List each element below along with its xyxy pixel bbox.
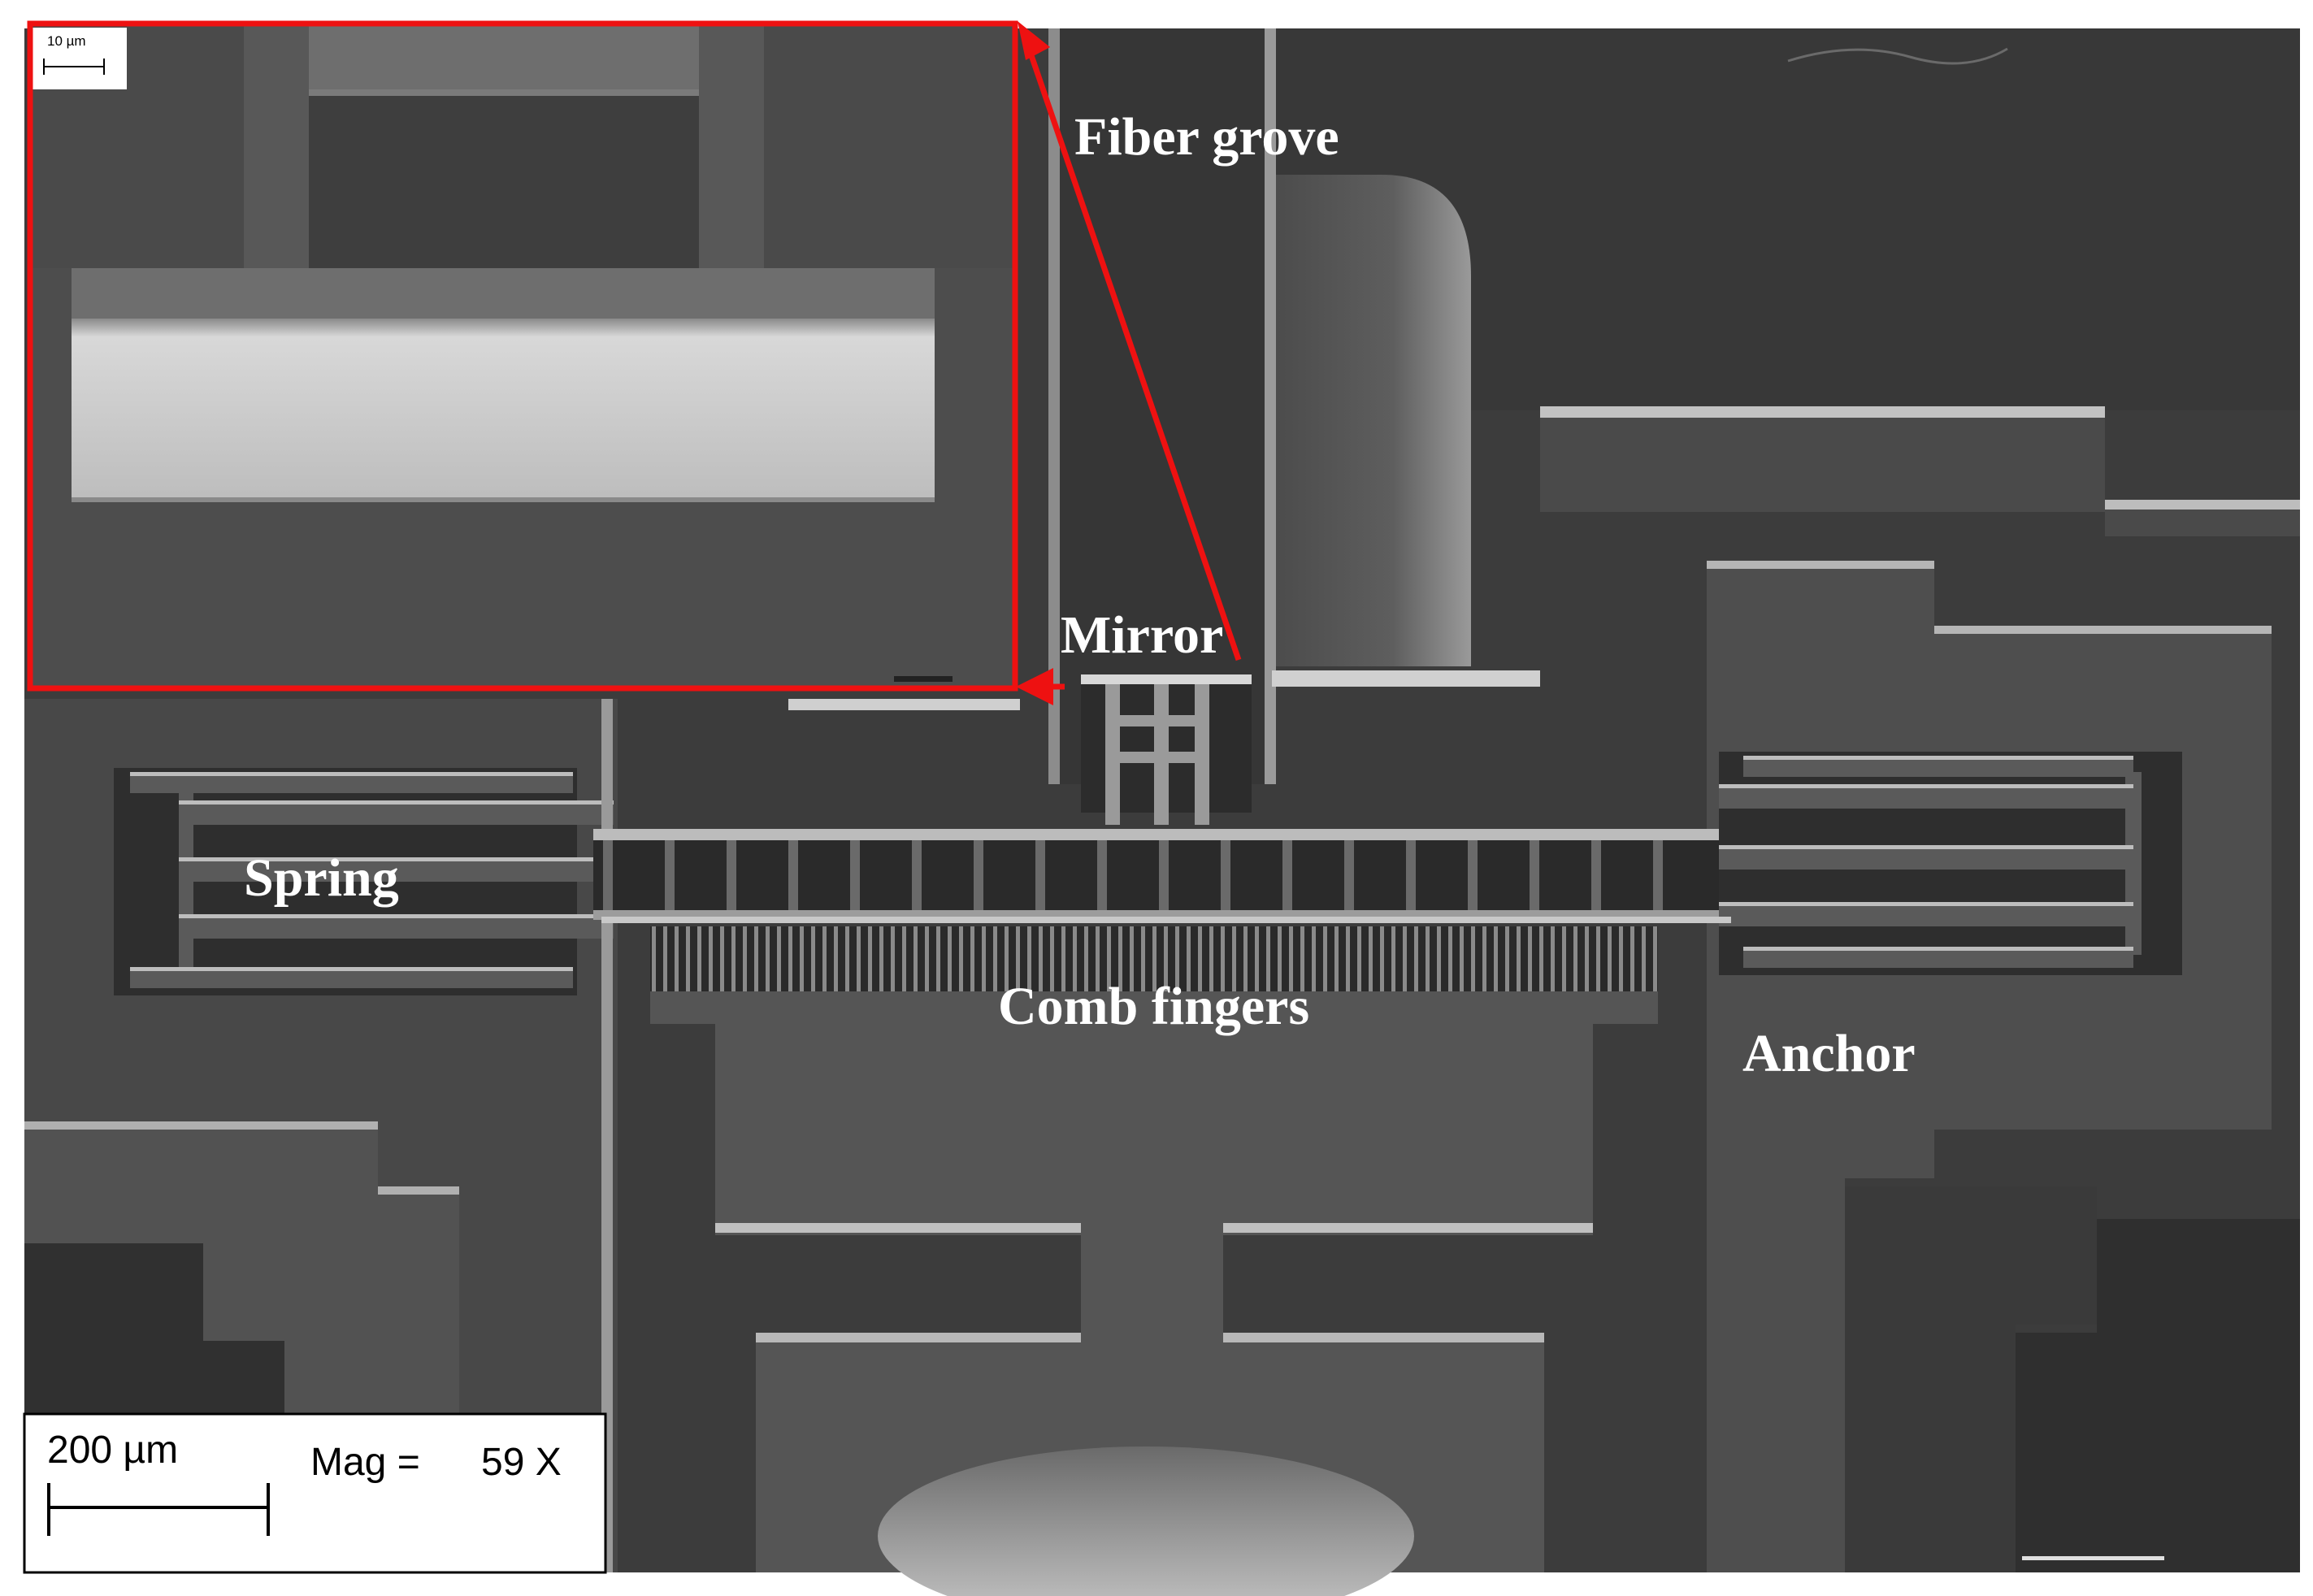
- sem-image: [24, 28, 2300, 1596]
- scale-length-label: 200 µm: [47, 1429, 178, 1472]
- label-spring: Spring: [244, 848, 399, 908]
- shuttle-rib: [1035, 840, 1045, 912]
- shuttle-rib: [850, 840, 860, 912]
- label-anchor: Anchor: [1742, 1024, 1916, 1083]
- shuttle-rib: [912, 840, 922, 912]
- faint-scale-line: [2022, 1556, 2164, 1560]
- shuttle-rib: [1468, 840, 1478, 912]
- label-mirror: Mirror: [1061, 605, 1223, 665]
- shuttle-rib: [974, 840, 983, 912]
- callout-arrowheads: [1016, 21, 1053, 705]
- label-fiber-grove: Fiber grove: [1074, 107, 1339, 167]
- shuttle-rib: [1159, 840, 1169, 912]
- shuttle-rib: [1530, 840, 1539, 912]
- shuttle-rib: [1282, 840, 1292, 912]
- shuttle-rib: [1406, 840, 1416, 912]
- shuttle-rib: [1653, 840, 1663, 912]
- shuttle-rib: [1591, 840, 1601, 912]
- shuttle-rib: [1221, 840, 1230, 912]
- inset-scale-label: 10 µm: [47, 33, 86, 49]
- mag-label: Mag =: [310, 1441, 420, 1484]
- shuttle-rib: [665, 840, 675, 912]
- shuttle-rib: [1097, 840, 1107, 912]
- shuttle-rib: [788, 840, 798, 912]
- shuttle-rib: [603, 840, 613, 912]
- label-comb-fingers: Comb fingers: [998, 977, 1309, 1036]
- scale-bar-box: 200 µm Mag = 59 X: [23, 1412, 607, 1574]
- shuttle-rib: [727, 840, 736, 912]
- mag-value: 59 X: [481, 1441, 562, 1484]
- inset-zoom: 10 µm: [29, 24, 1013, 687]
- shuttle-rib: [1344, 840, 1354, 912]
